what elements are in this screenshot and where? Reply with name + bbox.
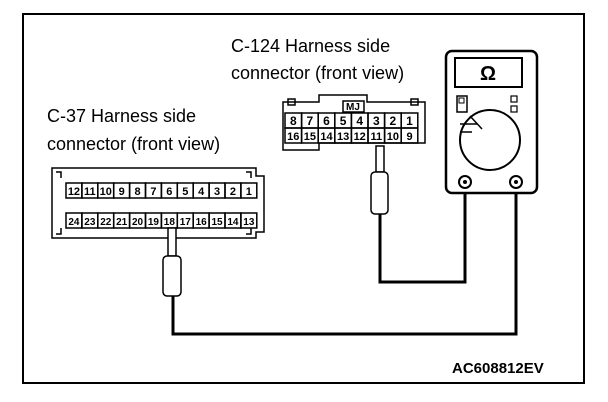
probe-c37 [162, 227, 182, 297]
c37-pin-label: 22 [100, 217, 112, 228]
c37-pin-label: 23 [84, 217, 96, 228]
c37-pin-label: 18 [164, 217, 176, 228]
c124-pin-label: 15 [304, 131, 316, 143]
c124-pin-label: 14 [320, 131, 333, 143]
probe-c37-handle [162, 255, 182, 297]
c37-pin-cell [240, 182, 258, 199]
c37-pin-label: 11 [84, 186, 96, 198]
c37-pin-label: 7 [150, 186, 156, 198]
diagram-frame [22, 13, 585, 384]
c37-pin-label: 6 [166, 186, 172, 198]
ohm-symbol: Ω [480, 63, 496, 85]
c37-pin-label: 1 [246, 186, 252, 198]
c124-pin-label: 7 [307, 114, 314, 128]
c124-pin-label: 13 [337, 131, 349, 143]
c124-pin-cell [400, 127, 419, 144]
c124-pin-label: 5 [340, 114, 347, 128]
c37-pin-label: 5 [182, 186, 188, 198]
c124-pin-label: 2 [390, 114, 397, 128]
c124-label-line1: C-124 Harness side [231, 36, 391, 56]
c37-pin-label: 17 [180, 217, 192, 228]
c37-pin-label: 10 [100, 186, 112, 198]
probe-c37-tip [167, 227, 177, 257]
c37-pin-label: 13 [243, 217, 255, 228]
c124-pin-label: 8 [290, 114, 297, 128]
c37-pin-label: 15 [211, 217, 223, 228]
c37-pin-label: 21 [116, 217, 128, 228]
c124-pin-label: 12 [354, 131, 366, 143]
multimeter-indicator [456, 95, 468, 113]
c124-pin-label: 1 [406, 114, 413, 128]
c37-pin-cell [240, 212, 258, 229]
c37-pin-label: 8 [134, 186, 140, 198]
c124-pin-label: 11 [370, 131, 382, 143]
c124-pin-label: 3 [373, 114, 380, 128]
figure-id: AC608812EV [452, 360, 544, 377]
multimeter-display [454, 57, 523, 88]
c37-pin-label: 19 [148, 217, 160, 228]
c124-pin-label: 9 [406, 131, 412, 143]
c124-header-box [342, 100, 365, 113]
c124-label-line2: connector (front view) [231, 63, 405, 83]
c37-pin-label: 9 [119, 186, 125, 198]
c37-pin-label: 12 [68, 186, 80, 198]
c124-pin-label: 10 [387, 131, 399, 143]
wire-c124 [378, 188, 467, 284]
probe-c124-handle [370, 171, 389, 215]
c37-label-line2: connector (front view) [47, 134, 221, 154]
c124-pin-label: 4 [356, 114, 363, 128]
c37-label-line1: C-37 Harness side [47, 106, 197, 126]
multimeter-dial [459, 109, 521, 171]
c37-pin-label: 20 [132, 217, 144, 228]
c124-pin-label: 6 [323, 114, 330, 128]
c124-header: MJ [346, 102, 360, 113]
multimeter: Ω [444, 49, 539, 195]
c37-pin-label: 3 [214, 186, 220, 198]
c124-pin-label: 16 [287, 131, 299, 143]
wires [171, 188, 518, 336]
c37-pin-label: 14 [227, 217, 239, 228]
probe-c124-tip [375, 145, 385, 173]
c37-pin-label: 24 [68, 217, 80, 228]
c37-pin-label: 16 [196, 217, 208, 228]
c37-pin-label: 4 [198, 186, 205, 198]
probe-c124 [370, 145, 389, 215]
wire-c37 [171, 188, 518, 336]
c37-pin-label: 2 [230, 186, 236, 198]
